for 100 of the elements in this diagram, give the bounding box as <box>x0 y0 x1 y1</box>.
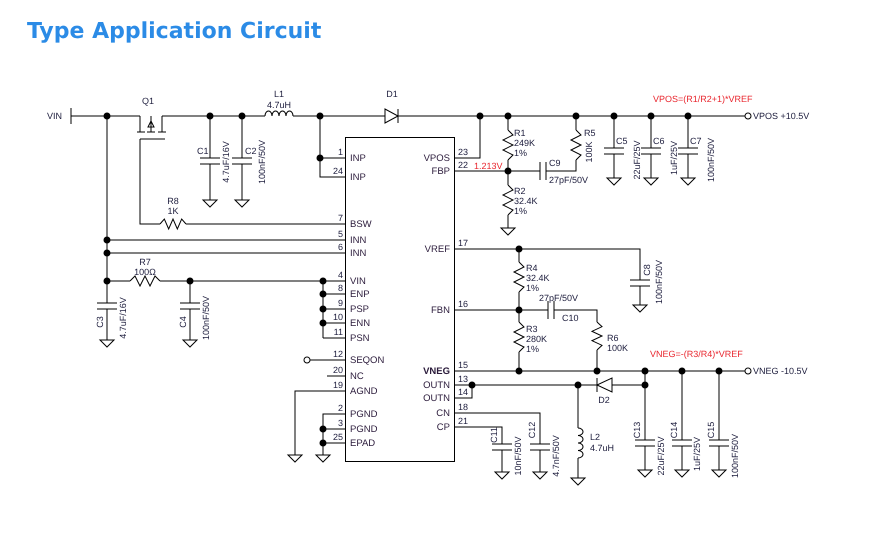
component-label: C10 <box>562 313 579 323</box>
pin-name: CP <box>436 422 450 433</box>
pin-number: 4 <box>338 270 343 280</box>
component-label: R6 <box>607 333 619 343</box>
pin-name: INN <box>350 248 366 259</box>
pin-number: 17 <box>458 238 468 248</box>
component-label: C15 <box>706 422 716 438</box>
pin-name: VPOS <box>424 153 450 164</box>
component-label: C11 <box>489 427 499 443</box>
component-label: R5 <box>584 128 596 138</box>
pin-number: 12 <box>332 349 343 359</box>
pin-number: 13 <box>458 374 468 384</box>
pin-name: PSN <box>350 333 370 344</box>
pin-number: 8 <box>338 283 343 293</box>
component-label: L2 <box>590 432 600 442</box>
formula-note: VNEG=-(R3/R4)*VREF <box>650 349 743 359</box>
component-label: C1 <box>197 146 209 156</box>
pin-name: ENN <box>350 318 370 329</box>
component-label: R2 <box>514 186 526 196</box>
formula-note: VPOS=(R1/R2+1)*VREF <box>653 94 753 104</box>
pin-name: SEQON <box>350 355 384 366</box>
pin-number: 16 <box>458 299 468 309</box>
component-label: C9 <box>549 158 561 168</box>
pin-name: VIN <box>350 276 366 287</box>
component-label: 4.7uH <box>266 100 292 110</box>
pin-number: 2 <box>338 403 343 413</box>
component-label: C8 <box>642 264 652 276</box>
pin-name: CN <box>436 408 450 419</box>
pin-number: 11 <box>334 327 343 337</box>
pin-name: VREF <box>424 244 450 255</box>
pin-name: PGND <box>350 424 378 435</box>
component-label: C5 <box>616 136 628 146</box>
pin-name: FBN <box>431 305 450 316</box>
component-label: 100nF/50V <box>706 138 716 182</box>
ic-chip-box <box>345 137 455 462</box>
component-label: C6 <box>653 136 665 146</box>
pin-name: PGND <box>350 409 378 420</box>
component-label: C12 <box>527 422 537 438</box>
pin-name: FBP <box>432 166 450 177</box>
component-label: VNEG -10.5V <box>753 366 808 376</box>
component-label: R8 <box>167 196 179 206</box>
component-label: C7 <box>690 136 702 146</box>
component-label: VIN <box>47 111 62 121</box>
pin-number: 19 <box>332 380 343 390</box>
component-label: 100nF/50V <box>654 260 664 304</box>
pin-number: 23 <box>458 147 468 157</box>
component-label: 4.7nF/50V <box>551 435 561 477</box>
component-label: R1 <box>514 128 526 138</box>
component-label: 100K <box>607 343 628 353</box>
pin-number: 24 <box>332 166 343 176</box>
formula-note: 1.213V <box>474 161 503 171</box>
component-label: 32.4K <box>514 196 538 206</box>
pin-number: 22 <box>458 160 468 170</box>
pin-number: 18 <box>458 402 468 412</box>
pin-number: 20 <box>332 365 343 375</box>
pin-number: 21 <box>458 416 468 426</box>
pin-number: 14 <box>458 387 468 397</box>
component-label: 4.7uH <box>590 443 614 453</box>
component-label: 32.4K <box>526 273 550 283</box>
component-label: R7 <box>139 257 151 267</box>
component-label: 100nF/50V <box>730 434 740 478</box>
title: Type Application Circuit <box>27 19 322 44</box>
component-label: 27pF/50V <box>539 293 578 303</box>
component-label: C3 <box>95 316 105 328</box>
component-label: 1% <box>526 344 540 354</box>
component-label: 10nF/50V <box>513 436 523 476</box>
pin-number: 10 <box>332 312 343 322</box>
pin-name: AGND <box>350 386 378 397</box>
pin-name: OUTN <box>423 393 450 404</box>
component-label: 4.7uF/16V <box>221 141 231 183</box>
component-label: C2 <box>245 146 257 156</box>
component-label: D1 <box>386 89 398 99</box>
component-label: R4 <box>526 263 538 273</box>
component-label: 100nF/50V <box>257 140 267 184</box>
component-label: C14 <box>669 422 679 438</box>
component-label: 22uF/25V <box>632 140 642 180</box>
component-label: 4.7uF/16V <box>118 297 128 339</box>
component-label: Q1 <box>142 96 154 106</box>
pin-name: INN <box>350 235 366 246</box>
component-label: 1uF/25V <box>669 140 679 176</box>
pin-number: 6 <box>338 242 343 252</box>
component-label: 100K <box>584 141 594 163</box>
pin-name: NC <box>350 371 364 382</box>
pin-number: 7 <box>338 213 343 223</box>
component-label: VPOS +10.5V <box>753 111 810 121</box>
pin-name: EPAD <box>350 438 376 449</box>
pin-number: 1 <box>338 147 343 157</box>
component-label: 100Ω <box>134 267 156 277</box>
component-label: 1% <box>514 148 528 158</box>
pin-name: OUTN <box>423 380 450 391</box>
pin-name: VNEG <box>423 366 450 377</box>
component-label: 1% <box>514 206 528 216</box>
component-label: 100nF/50V <box>201 296 211 340</box>
component-label: 280K <box>526 334 548 344</box>
pin-name: INP <box>350 153 366 164</box>
pin-name: PSP <box>350 304 370 315</box>
pin-name: INP <box>350 172 366 183</box>
pin-number: 5 <box>338 229 343 239</box>
component-label: 1uF/25V <box>692 436 702 472</box>
component-label: 1K <box>168 206 178 216</box>
